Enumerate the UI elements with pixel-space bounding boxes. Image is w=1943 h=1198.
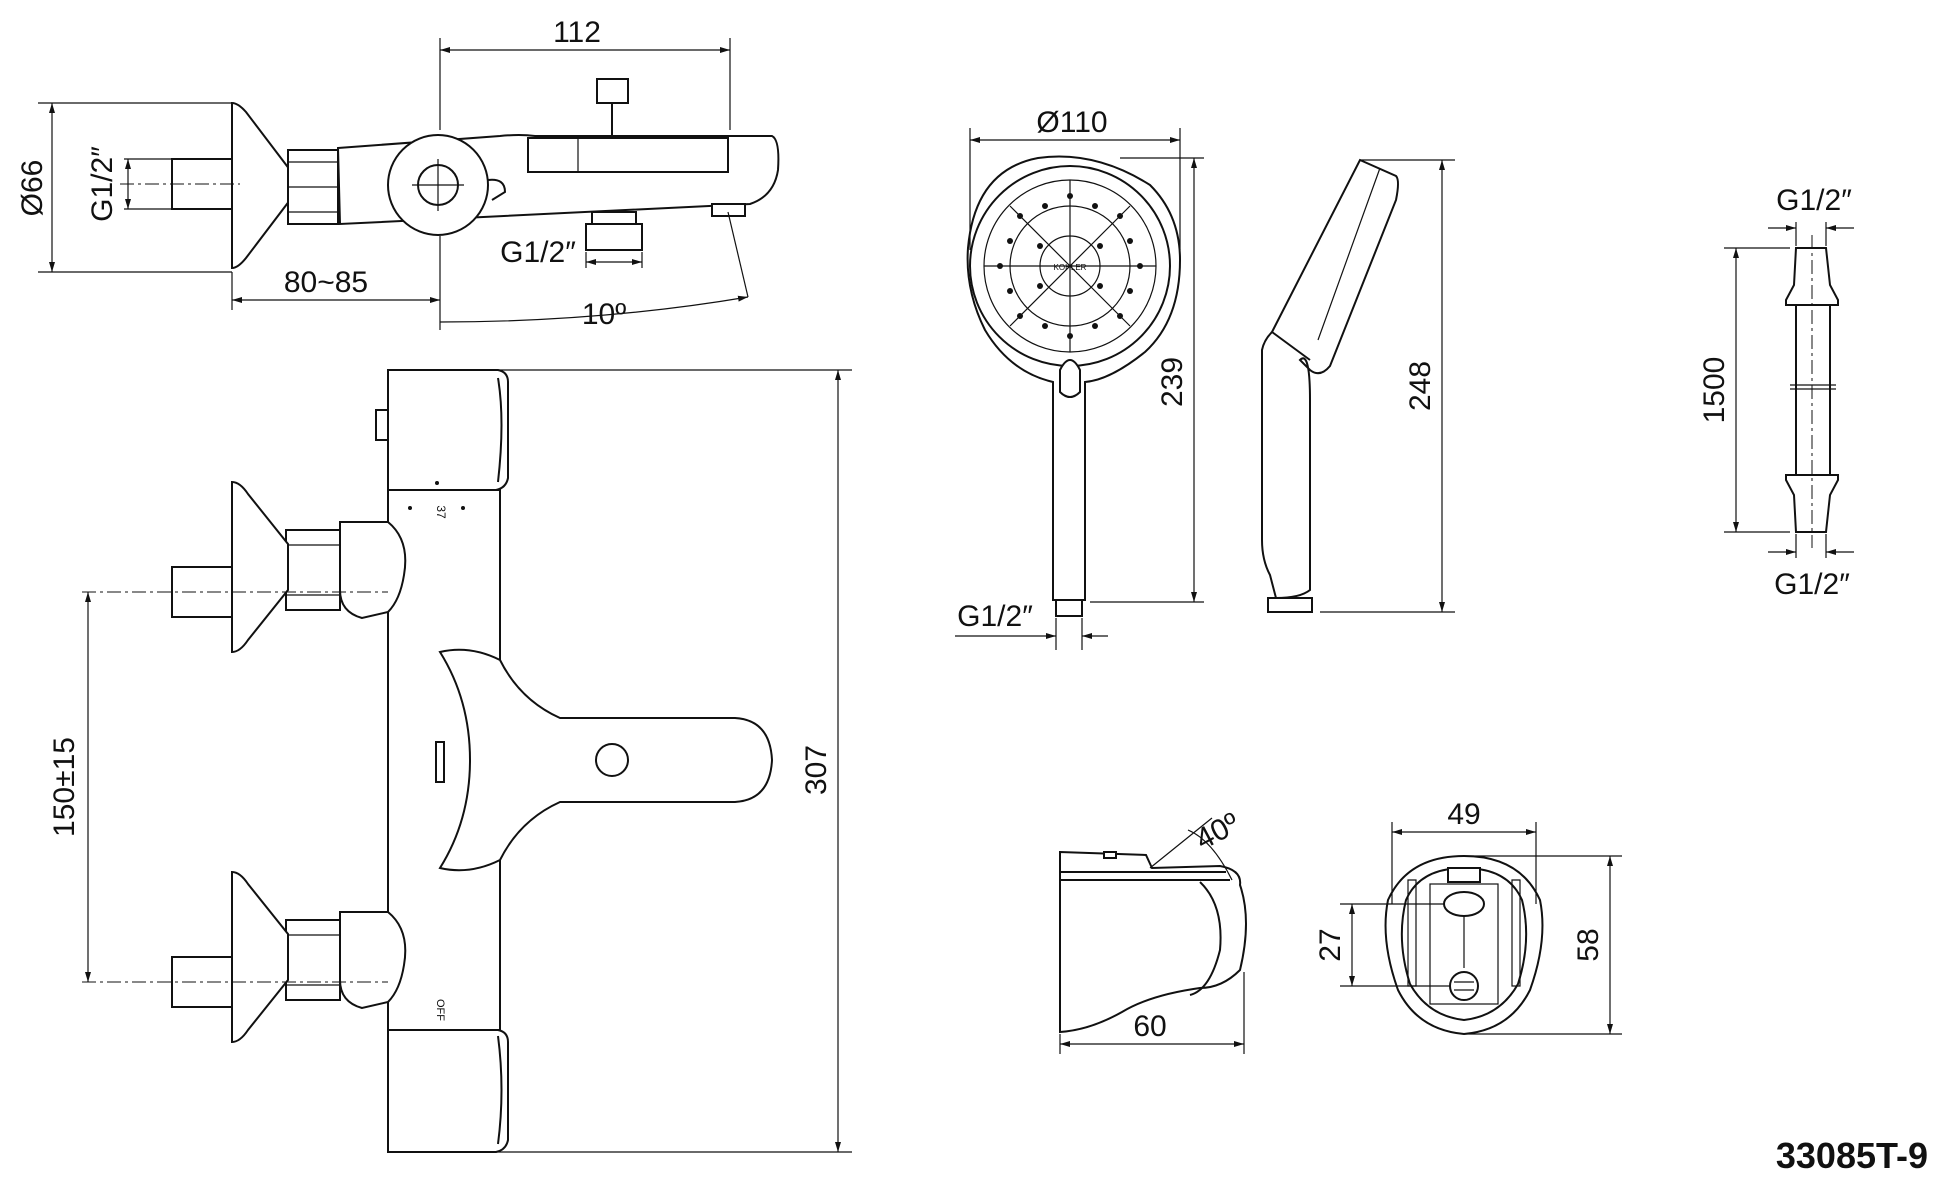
mixer-top-view: 112 Ø66 G1/2″ G1/2″ 80~85 10º — [16, 16, 780, 331]
dim-handshower-thread: G1/2″ — [957, 600, 1033, 633]
holder-side-view: 40º 60 — [1059, 807, 1247, 1054]
dim-hose-length: 1500 — [1698, 357, 1731, 424]
dim-top-outlet-thread: G1/2″ — [500, 236, 576, 269]
dim-wall-distance: 80~85 — [284, 266, 368, 299]
dim-top-width: 112 — [553, 16, 601, 49]
dim-holder-width: 49 — [1447, 798, 1480, 831]
dim-top-diameter: Ø66 — [16, 160, 49, 217]
dim-handshower-diameter: Ø110 — [1036, 106, 1107, 139]
dim-holder-height: 58 — [1572, 928, 1605, 961]
dim-overall-height: 307 — [800, 745, 833, 795]
dim-holder-hole-offset: 27 — [1314, 928, 1347, 961]
dim-inlet-spacing: 150±15 — [48, 737, 81, 837]
holder-front-view: 49 58 27 — [1314, 798, 1622, 1036]
dim-holder-angle: 40º — [1190, 807, 1245, 857]
brand-mark: KOHLER — [1054, 263, 1087, 272]
dim-handshower-length-side: 248 — [1404, 361, 1437, 411]
handshower-front-view: KOHLER Ø110 239 G1/2″ — [955, 106, 1204, 650]
hose-view: G1/2″ 1500 G1/2″ — [1698, 184, 1854, 601]
dim-top-inlet-thread: G1/2″ — [86, 146, 119, 222]
dim-spout-angle: 10º — [582, 298, 626, 331]
model-number: 33085T-9 — [1776, 1135, 1928, 1176]
dim-hose-top-thread: G1/2″ — [1776, 184, 1852, 217]
spray-nozzles — [983, 179, 1157, 353]
dim-holder-depth: 60 — [1133, 1010, 1166, 1043]
dim-hose-bottom-thread: G1/2″ — [1774, 568, 1850, 601]
temp-mark: 37 — [434, 505, 448, 519]
off-mark: OFF — [434, 999, 446, 1021]
mixer-front-view: 37 OFF 150±15 307 — [48, 369, 852, 1153]
handshower-side-view: 248 — [1261, 158, 1455, 613]
dim-handshower-length-front: 239 — [1156, 357, 1189, 407]
